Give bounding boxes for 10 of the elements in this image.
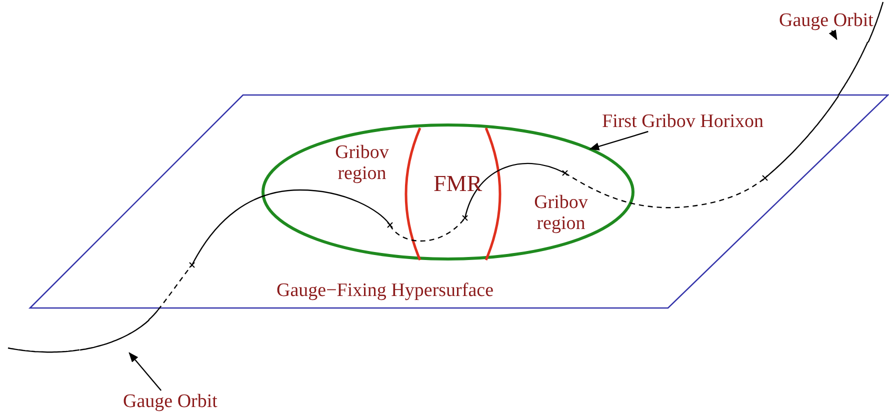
leader-arrow — [589, 130, 648, 150]
leader-arrow — [128, 352, 162, 391]
orbit-label: Gauge Orbit — [123, 390, 218, 412]
region-label: Gribov region — [334, 142, 390, 184]
region-label: Gribov region — [533, 192, 589, 234]
region-label: FMR — [434, 172, 482, 194]
leader-arrow — [828, 30, 838, 40]
horizon-label: First Gribov Horixon — [602, 110, 764, 132]
plane-label: Gauge−Fixing Hypersurface — [276, 280, 494, 300]
orbit-label: Gauge Orbit — [779, 10, 874, 30]
